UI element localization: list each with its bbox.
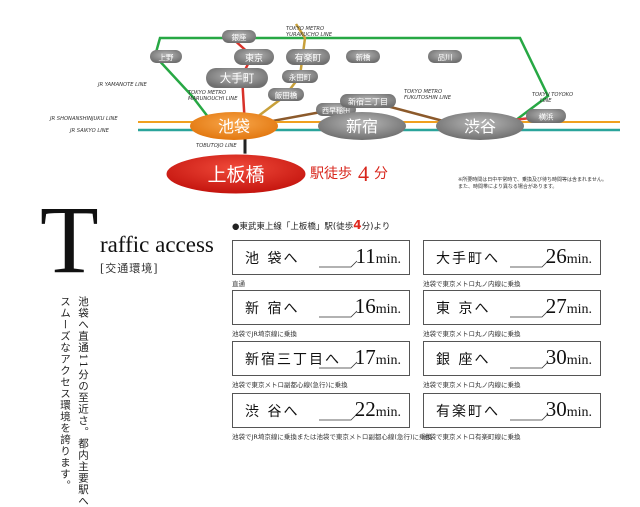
title-traffic-access: raffic access (100, 232, 214, 257)
station-yokohama-label: 横浜 (539, 112, 554, 122)
station-nagatacho-label: 永田町 (289, 72, 312, 82)
home-station-label: 上板橋 (207, 164, 264, 186)
station-shinjuku (318, 112, 406, 140)
title-big-letter: T (40, 186, 99, 293)
destination-name: 新宿三丁目へ (245, 352, 341, 368)
jr-yamanote-line (153, 36, 550, 127)
station-shinjuku3 (340, 94, 396, 108)
travel-time: 17min. (354, 345, 401, 369)
station-tokyo-label: 東京 (245, 52, 263, 64)
station-shinjuku-label: 新宿 (346, 117, 378, 136)
station-nagatacho (282, 70, 318, 83)
label-jr-saikyo: JR SAIKYO LINE (69, 128, 110, 134)
station-shinagawa-label: 品川 (438, 53, 453, 62)
station-yurakucho-label: 有楽町 (294, 52, 321, 64)
title-japanese: [交通環境] (100, 262, 159, 275)
arrow-line-icon (319, 413, 358, 421)
map-note-2: また、時間帯により異なる場合があります。 (458, 183, 557, 190)
route-map: 銀座 上野 東京 有楽町 新橋 品川 大手町 永田町 飯田橋 西早稲田 新宿三丁… (49, 23, 620, 195)
label-tobu-tojo: TOBUTOJO LINE (196, 143, 237, 149)
label-yurakucho-1: TOKYO METRO (286, 26, 324, 32)
station-iidabashi-label: 飯田橋 (275, 90, 298, 100)
travel-time: 11min. (355, 244, 401, 268)
station-ikebukuro (190, 112, 278, 140)
label-jr-yamanote: JR YAMANOTE LINE (97, 82, 147, 88)
intro-text-col1: 池袋へ直通11分の至近さ。都内主要駅へ (77, 296, 89, 507)
intro-text-col2: スムーズなアクセス環境を誇ります。 (59, 296, 71, 492)
station-shinjuku3-label: 新宿三丁目 (348, 97, 388, 107)
label-yurakucho-2: YURAKUCHO LINE (286, 32, 333, 38)
arrow-line-icon (510, 413, 549, 421)
label-toyoko-1: TOKYU TOYOKO (532, 92, 573, 98)
travel-time-card: 有楽町へ 30min. (423, 393, 601, 428)
station-shibuya (436, 112, 524, 140)
travel-time: 26min. (545, 244, 592, 268)
label-toyoko-2: LINE (540, 98, 552, 104)
home-station (165, 153, 307, 195)
arrow-line-icon (510, 310, 549, 318)
station-ginza-label: 銀座 (232, 32, 247, 42)
label-marunouchi-1: TOKYO METRO (188, 90, 226, 96)
travel-time: 22min. (354, 397, 401, 421)
station-shimbashi (346, 50, 380, 63)
route-note: 直通 (232, 280, 245, 288)
station-tokyo (234, 49, 274, 65)
walk-unit: 分 (374, 166, 388, 182)
travel-time-card: 新宿三丁目へ 17min. (232, 341, 410, 376)
label-marunouchi-2: MARUNOUCHI LINE (188, 96, 238, 102)
route-note: 池袋で東京メトロ有楽町線に乗換 (423, 433, 521, 441)
travel-time-card: 新 宿へ 16min. (232, 290, 410, 325)
arrow-line-icon (319, 361, 358, 369)
arrow-line-icon (319, 260, 358, 268)
station-shimbashi-label: 新橋 (356, 52, 371, 62)
station-shinagawa (428, 50, 462, 63)
label-fukutoshin-1: TOKYO METRO (404, 89, 442, 95)
destination-name: 大手町へ (436, 251, 500, 267)
station-yokohama (526, 109, 566, 123)
travel-time-card: 銀 座へ 30min. (423, 341, 601, 376)
station-ikebukuro-label: 池袋 (218, 117, 250, 136)
route-note: 池袋でJR埼京線に乗換 (232, 330, 297, 338)
travel-time: 30min. (545, 397, 592, 421)
route-note: 池袋で東京メトロ丸ノ内線に乗換 (423, 280, 521, 288)
label-fukutoshin-2: FUKUTOSHIN LINE (404, 95, 452, 101)
table-header: ●東武東上線「上板橋」駅(徒歩4分)より (232, 218, 391, 232)
station-yurakucho (286, 49, 330, 65)
station-nishiwaseda-label: 西早稲田 (322, 106, 350, 115)
station-ueno-label: 上野 (159, 53, 174, 62)
marunouchi-line (231, 37, 254, 127)
destination-name: 銀 座へ (436, 352, 491, 368)
station-ginza (222, 30, 256, 43)
travel-time: 27min. (545, 294, 592, 318)
travel-time-card: 大手町へ 26min. (423, 240, 601, 275)
label-jr-shonan: JR SHONANSHINJUKU LINE (49, 116, 118, 122)
destination-name: 有楽町へ (436, 404, 500, 420)
map-note-1: ※所要時間は日中平常時で、乗換及び待ち時間等は含まれません。 (458, 176, 607, 183)
destination-name: 東 京へ (436, 301, 491, 317)
station-ueno (150, 50, 182, 63)
route-note: 池袋で東京メトロ丸ノ内線に乗換 (423, 381, 521, 389)
arrow-line-icon (510, 260, 549, 268)
route-note: 池袋で東京メトロ副都心線(急行)に乗換 (232, 381, 348, 389)
walk-minutes: 4 (358, 161, 369, 186)
travel-time-card: 池 袋へ 11min. (232, 240, 410, 275)
travel-time: 16min. (354, 294, 401, 318)
station-shibuya-label: 渋谷 (464, 117, 496, 136)
travel-time: 30min. (545, 345, 592, 369)
route-note: 池袋で東京メトロ丸ノ内線に乗換 (423, 330, 521, 338)
station-otemachi-label: 大手町 (220, 71, 255, 85)
travel-time-card: 東 京へ 27min. (423, 290, 601, 325)
arrow-line-icon (510, 361, 549, 369)
station-iidabashi (268, 88, 304, 101)
destination-name: 新 宿へ (245, 301, 300, 317)
destination-name: 渋 谷へ (245, 404, 300, 420)
walk-label: 駅徒歩 (310, 166, 352, 182)
station-otemachi (206, 68, 268, 88)
arrow-line-icon (319, 310, 358, 318)
travel-time-card: 渋 谷へ 22min. (232, 393, 410, 428)
destination-name: 池 袋へ (245, 251, 300, 267)
route-note: 池袋でJR埼京線に乗換または池袋で東京メトロ副都心線(急行)に乗換 (232, 433, 433, 441)
